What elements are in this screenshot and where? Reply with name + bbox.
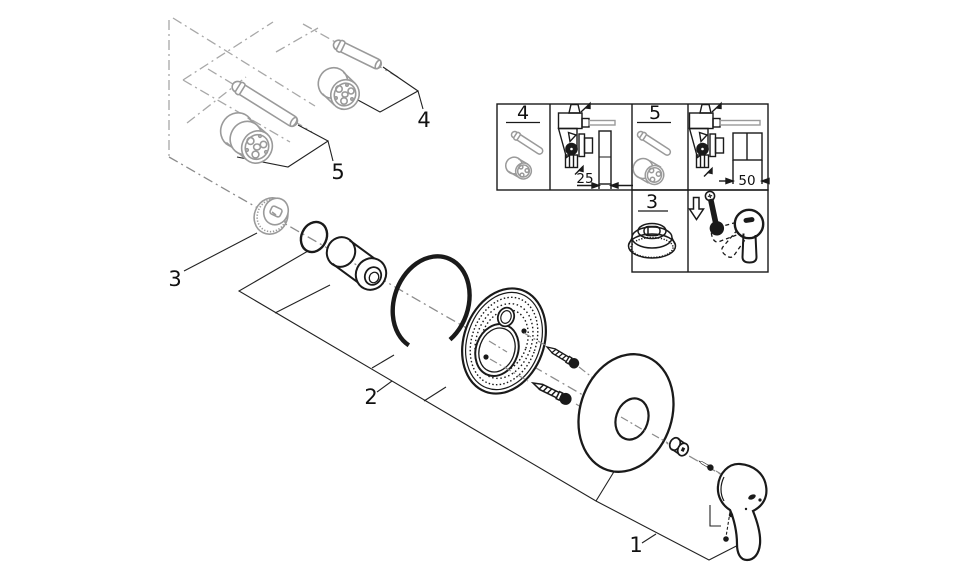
inset-panel xyxy=(496,103,769,273)
extension-rod-5 xyxy=(231,80,299,128)
o-ring xyxy=(299,220,329,254)
sleeve xyxy=(325,236,388,291)
down-arrow-icon xyxy=(688,196,705,221)
extension-rod-4 xyxy=(332,39,383,70)
mounting-plate xyxy=(461,287,547,395)
callout-3: 3 xyxy=(168,267,181,291)
inset-cell-depth25: 25 xyxy=(557,101,633,189)
inset-cell-part3: 3 xyxy=(627,191,677,259)
axis-to-adapter xyxy=(651,433,669,444)
callout-4: 4 xyxy=(417,108,430,132)
callout-2: 2 xyxy=(364,385,377,409)
dim-25: 25 xyxy=(576,171,593,187)
inset-label-5: 5 xyxy=(649,102,661,124)
callout-5: 5 xyxy=(331,160,344,184)
axis-to-handle xyxy=(715,470,732,481)
inset-label-3: 3 xyxy=(646,191,658,213)
adapter xyxy=(668,436,690,457)
cap-3 xyxy=(253,197,290,235)
inset-cell-part5: 5 xyxy=(632,102,672,186)
retaining-ring xyxy=(390,254,472,348)
axis-in-plate-hole xyxy=(488,340,508,353)
escutcheon xyxy=(577,353,675,473)
axis-in-escutcheon-hole xyxy=(620,416,646,432)
screw-1 xyxy=(523,332,594,379)
screw-2 xyxy=(489,358,595,416)
lever-handle xyxy=(716,462,768,562)
inset-label-4: 4 xyxy=(517,102,529,124)
cartridge-5 xyxy=(219,112,274,164)
leader-lines xyxy=(183,66,755,561)
callout-1: 1 xyxy=(629,533,642,557)
inset-cell-temperature xyxy=(688,190,765,264)
thermometer-icon xyxy=(704,190,725,236)
cartridge-4 xyxy=(317,66,361,111)
inset-cell-depth50: 50 xyxy=(688,101,770,189)
dim-50: 50 xyxy=(738,173,755,189)
handle-screw xyxy=(698,460,714,471)
inset-cell-part4: 4 xyxy=(505,102,544,180)
handle-pictogram xyxy=(710,208,765,264)
